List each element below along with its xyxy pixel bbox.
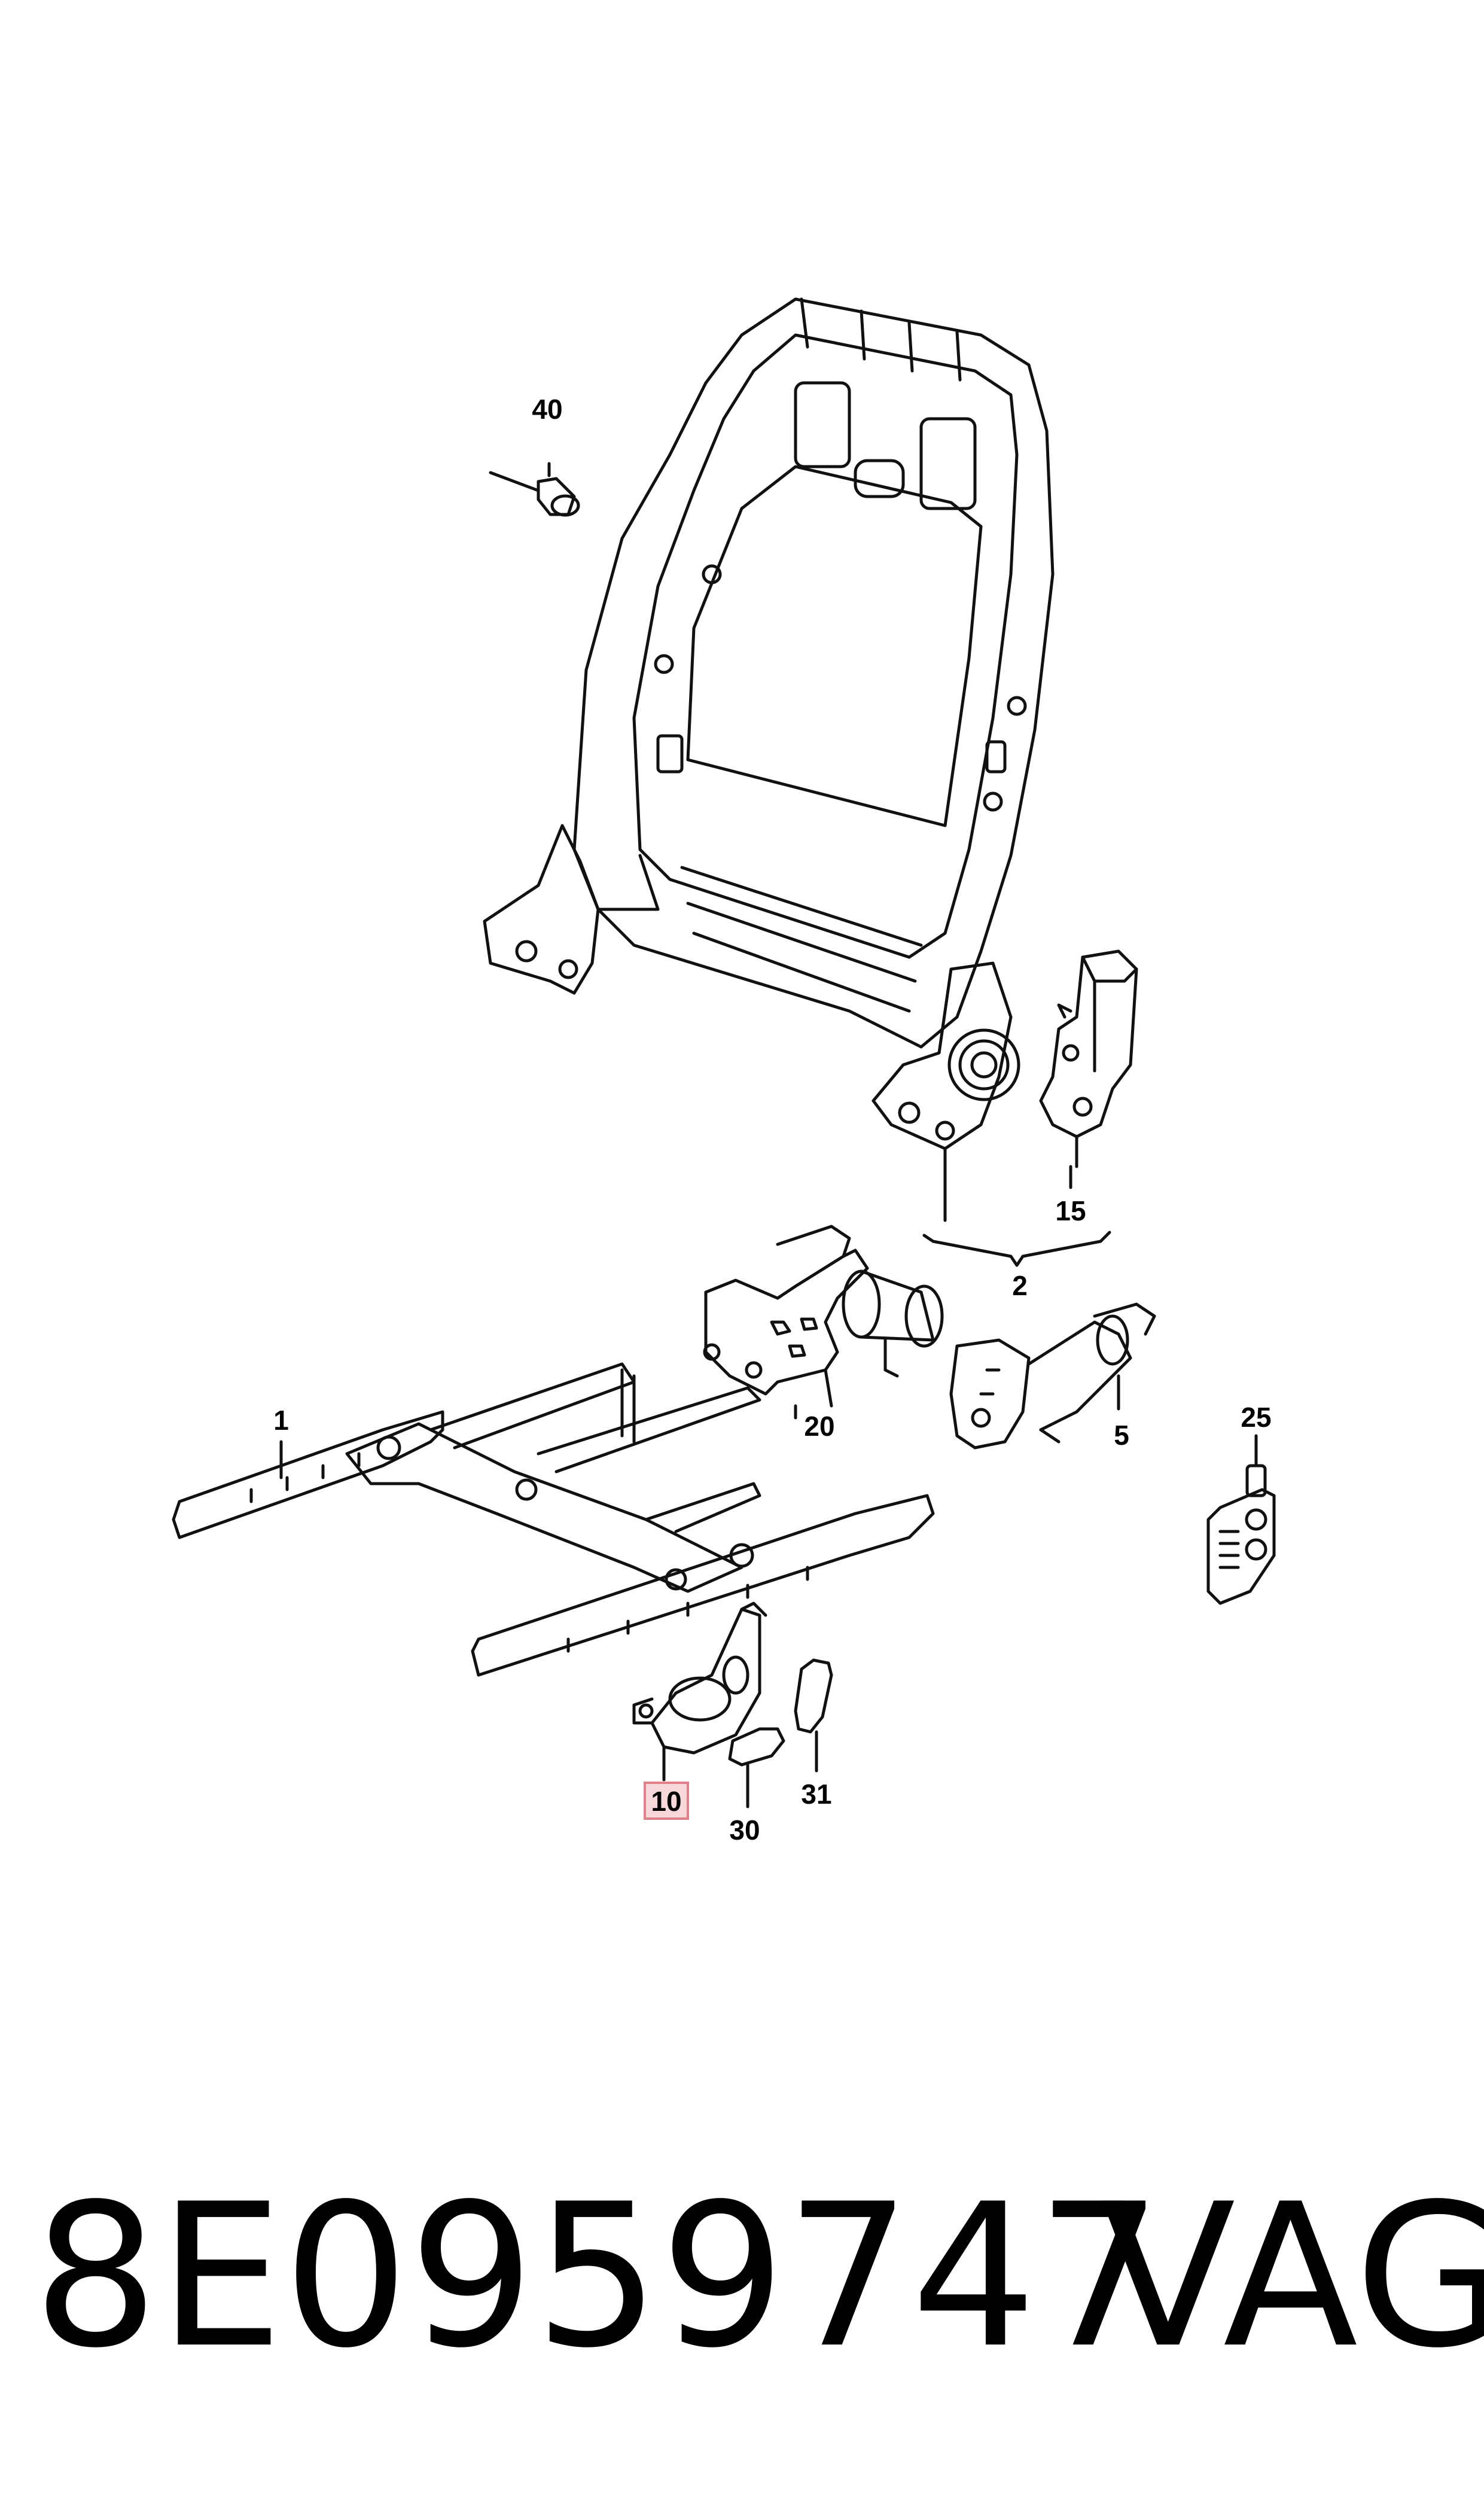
adjuster-part-20 [703, 1225, 944, 1408]
part-number: 8E0959747 [33, 2161, 1163, 2391]
callout-25[interactable]: 25 [1241, 1402, 1271, 1433]
bracket-2 [922, 1231, 1111, 1267]
callout-31[interactable]: 31 [801, 1779, 831, 1810]
seat-back-frame [483, 297, 1055, 1150]
motor-part-5 [949, 1302, 1156, 1450]
callout-2[interactable]: 2 [1012, 1270, 1028, 1301]
callout-40[interactable]: 40 [532, 394, 562, 425]
callout-10[interactable]: 10 [651, 1786, 681, 1817]
callout-30[interactable]: 30 [729, 1814, 760, 1846]
trim-part-31 [794, 1658, 833, 1734]
seat-rail-part-1 [172, 1362, 935, 1677]
connector-part-25 [1206, 1464, 1276, 1605]
callout-15[interactable]: 15 [1055, 1195, 1086, 1226]
brand-name: VAG [1101, 2161, 1484, 2391]
parts-diagram: 40 15 2 1 20 5 25 10 30 31 [172, 297, 1276, 1846]
trim-part-30 [728, 1727, 785, 1767]
rivet-part-40 [489, 462, 580, 517]
callout-20[interactable]: 20 [804, 1411, 834, 1442]
motor-part-15 [1039, 949, 1138, 1168]
callout-10-highlight [644, 1782, 689, 1820]
callout-1[interactable]: 1 [273, 1405, 289, 1436]
cover-part-10 [632, 1601, 767, 1755]
callout-5[interactable]: 5 [1114, 1420, 1129, 1451]
